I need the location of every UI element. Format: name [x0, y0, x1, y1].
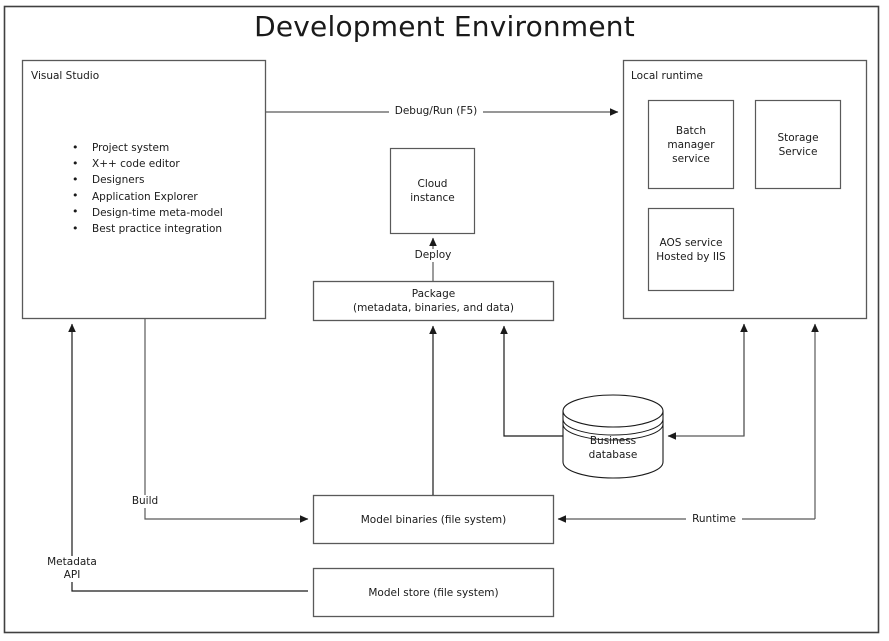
- outer-frame: [3, 5, 880, 634]
- edge-label-build: Build: [123, 495, 167, 508]
- aos-service-label: AOS service Hosted by IIS: [656, 236, 726, 263]
- list-item: Best practice integration: [60, 221, 260, 237]
- aos-service-box: [647, 207, 735, 292]
- list-item: Designers: [60, 172, 260, 188]
- storage-service-label: Storage Service: [777, 131, 819, 158]
- batch-manager-service-label: Batch manager service: [667, 124, 715, 165]
- edge-label-debug-run: Debug/Run (F5): [389, 105, 483, 118]
- visual-studio-label: Visual Studio: [31, 70, 100, 82]
- business-database-label: Business database: [588, 435, 638, 461]
- list-item: Project system: [60, 139, 260, 156]
- list-item: Application Explorer: [60, 188, 260, 205]
- edge-label-runtime: Runtime: [686, 513, 742, 526]
- edge-label-metadata-api: Metadata API: [41, 556, 103, 582]
- package-box: [312, 280, 555, 322]
- business-database-cylinder: [562, 394, 664, 479]
- cloud-instance-label: Cloud instance: [410, 178, 455, 204]
- cloud-instance-box: [389, 147, 476, 235]
- batch-manager-service-box: [647, 99, 735, 190]
- package-label: Package (metadata, binaries, and data): [352, 288, 514, 314]
- list-item: Design-time meta-model: [60, 204, 260, 221]
- storage-service-box: [754, 99, 842, 190]
- local-runtime-label: Local runtime: [631, 70, 703, 82]
- edge-label-deploy: Deploy: [405, 249, 461, 262]
- edge-database-to-package: [500, 325, 563, 437]
- visual-studio-feature-list: Project system X++ code editor Designers…: [60, 139, 260, 237]
- edge-build: [144, 319, 309, 523]
- model-store-label: Model store (file system): [368, 586, 499, 599]
- edge-metadata-api: [68, 323, 308, 592]
- list-item: X++ code editor: [60, 156, 260, 172]
- page-title: Development Environment: [254, 10, 635, 43]
- edge-local-runtime-to-database: [667, 324, 745, 440]
- model-binaries-label: Model binaries (file system): [360, 513, 507, 526]
- model-binaries-box: [312, 494, 555, 545]
- model-store-box: [312, 567, 555, 618]
